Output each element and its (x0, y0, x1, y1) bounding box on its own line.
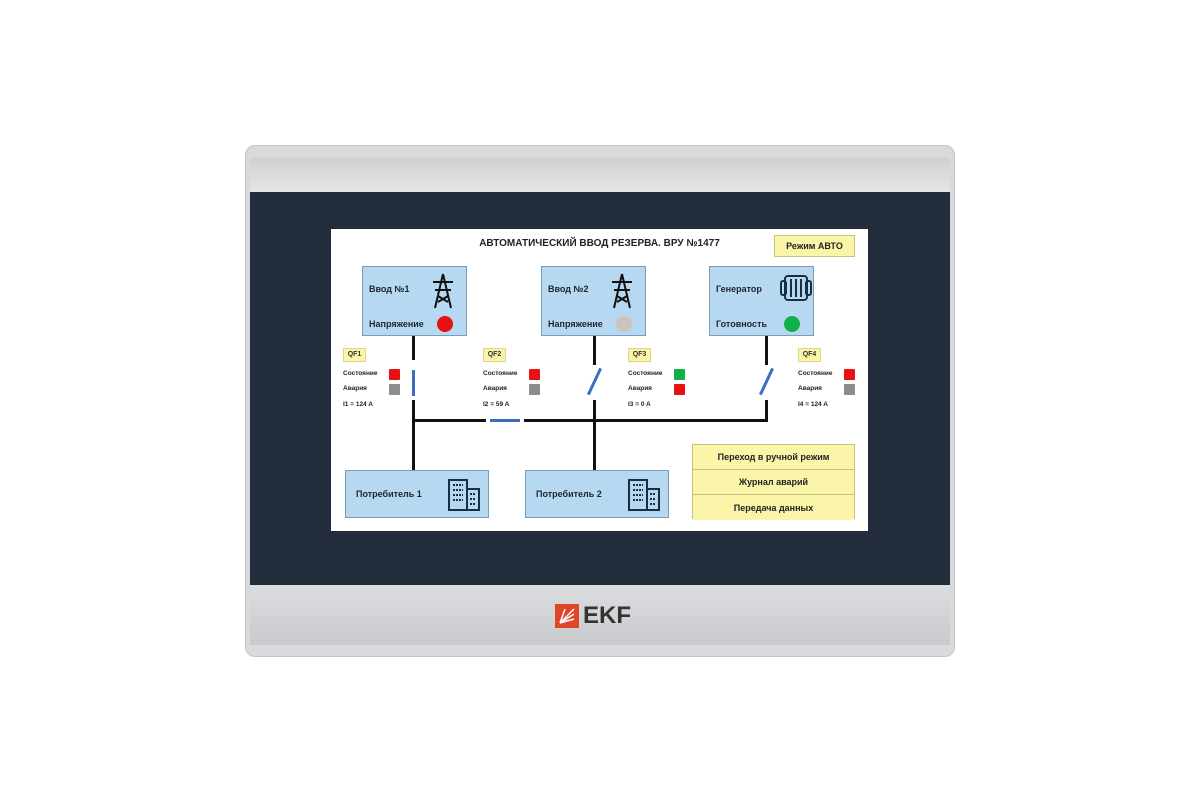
device-bottom-band: EKF (250, 585, 950, 645)
feeder-line (593, 336, 596, 365)
current-value: I1 = 124 A (343, 401, 373, 408)
feeder-line (765, 336, 768, 365)
state-label: Состояние (483, 370, 518, 377)
source-name: Ввод №2 (548, 284, 589, 294)
breaker-info-qf4: QF4 Состояние Авария I4 = 124 A (798, 348, 855, 408)
consumer-2[interactable]: Потребитель 2 (525, 470, 669, 518)
state-indicator (674, 369, 685, 380)
breaker-qf3-open[interactable] (587, 367, 602, 396)
source-input-2[interactable]: Ввод №2 Напряжение (541, 266, 646, 336)
feeder-line (593, 400, 596, 470)
bus-line (524, 419, 768, 422)
state-label: Состояние (343, 370, 378, 377)
breaker-info-qf1: QF1 Состояние Авария I1 = 124 A (343, 348, 400, 408)
breaker-info-qf2: QF2 Состояние Авария I2 = 59 A (483, 348, 540, 408)
current-value: I2 = 59 A (483, 401, 510, 408)
state-label: Состояние (628, 370, 663, 377)
alarm-label: Авария (343, 385, 367, 392)
building-icon (628, 479, 660, 511)
hmi-screen: АВТОМАТИЧЕСКИЙ ВВОД РЕЗЕРВА. ВРУ №1477 Р… (331, 229, 868, 531)
current-value: I4 = 124 A (798, 401, 828, 408)
state-label: Состояние (798, 370, 833, 377)
source-generator[interactable]: Генератор Готовность (709, 266, 814, 336)
power-tower-icon (429, 272, 457, 315)
status-indicator (784, 316, 800, 332)
data-transfer-button[interactable]: Передача данных (693, 495, 854, 520)
breaker-label: QF2 (483, 348, 506, 362)
consumer-name: Потребитель 2 (536, 489, 602, 499)
alarm-indicator (389, 384, 400, 395)
ekf-logo-icon (555, 604, 579, 628)
source-status-label: Напряжение (369, 319, 424, 329)
source-name: Ввод №1 (369, 284, 410, 294)
alarm-label: Авария (798, 385, 822, 392)
feeder-line (412, 400, 415, 470)
manual-mode-button[interactable]: Переход в ручной режим (693, 445, 854, 470)
breaker-qf2-closed[interactable] (490, 419, 520, 422)
source-status-label: Готовность (716, 319, 768, 329)
breaker-qf1-closed[interactable] (412, 370, 415, 396)
alarm-indicator (529, 384, 540, 395)
consumer-1[interactable]: Потребитель 1 (345, 470, 489, 518)
status-indicator (437, 316, 453, 332)
breaker-label: QF4 (798, 348, 821, 362)
mode-auto-button[interactable]: Режим АВТО (774, 235, 855, 257)
source-input-1[interactable]: Ввод №1 Напряжение (362, 266, 467, 336)
alarm-indicator (844, 384, 855, 395)
breaker-info-qf3: QF3 Состояние Авария I3 = 0 A (628, 348, 685, 408)
breaker-label: QF3 (628, 348, 651, 362)
feeder-line (412, 336, 415, 360)
alarm-label: Авария (628, 385, 652, 392)
page-title: АВТОМАТИЧЕСКИЙ ВВОД РЕЗЕРВА. ВРУ №1477 (479, 238, 720, 249)
power-tower-icon (608, 272, 636, 315)
alarm-label: Авария (483, 385, 507, 392)
bus-line (412, 419, 486, 422)
alarm-indicator (674, 384, 685, 395)
feeder-line (765, 400, 768, 422)
breaker-qf4-open[interactable] (759, 367, 774, 396)
current-value: I3 = 0 A (628, 401, 651, 408)
breaker-label: QF1 (343, 348, 366, 362)
source-status-label: Напряжение (548, 319, 603, 329)
state-indicator (529, 369, 540, 380)
menu-panel: Переход в ручной режим Журнал аварий Пер… (692, 444, 855, 520)
source-name: Генератор (716, 284, 762, 294)
building-icon (448, 479, 480, 511)
state-indicator (844, 369, 855, 380)
generator-icon (780, 273, 812, 308)
state-indicator (389, 369, 400, 380)
device-top-band (250, 158, 950, 192)
alarm-log-button[interactable]: Журнал аварий (693, 470, 854, 495)
consumer-name: Потребитель 1 (356, 489, 422, 499)
brand-name: EKF (583, 602, 631, 629)
status-indicator (616, 316, 632, 332)
